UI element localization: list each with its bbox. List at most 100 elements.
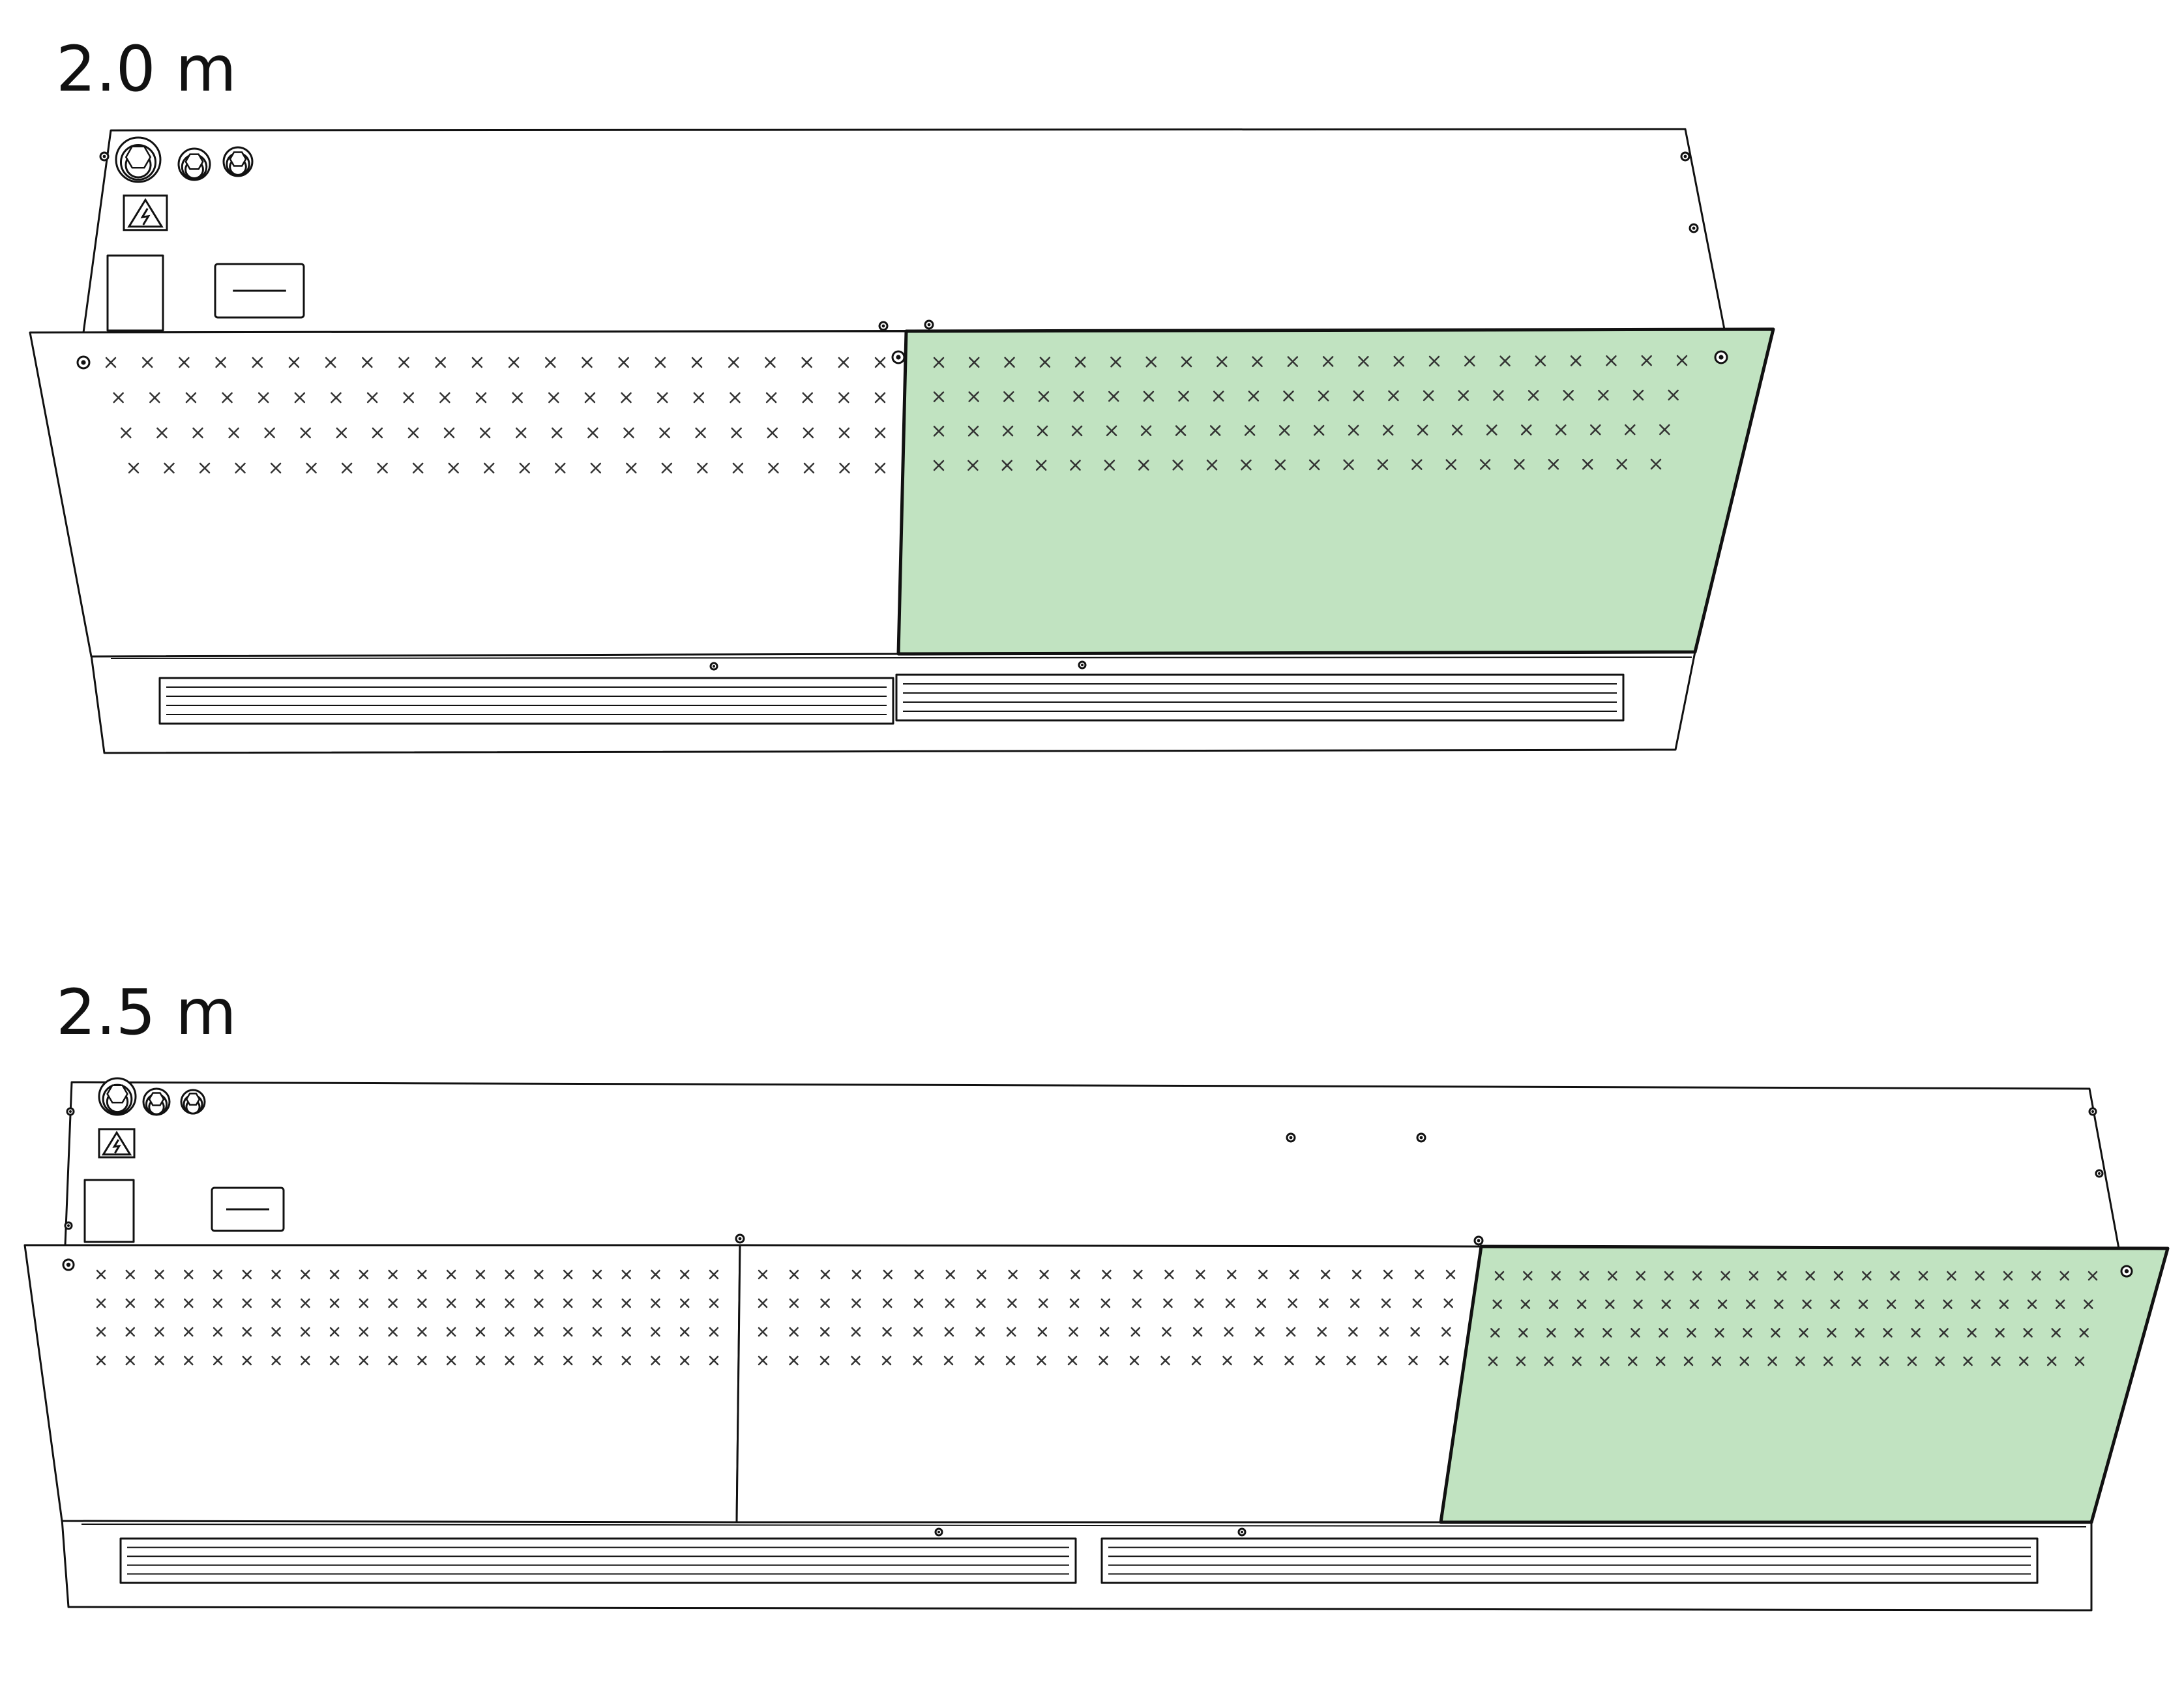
perforation	[1320, 1269, 1331, 1280]
perforation	[2003, 1271, 2013, 1281]
perforation	[1241, 459, 1252, 471]
perforation	[657, 392, 668, 404]
perforation	[508, 357, 520, 368]
perforation	[851, 1298, 861, 1308]
perforation	[446, 1327, 456, 1337]
perforation	[235, 462, 246, 474]
perforation	[548, 392, 559, 404]
perforation	[874, 462, 886, 474]
perforation	[1556, 424, 1567, 435]
perforation	[851, 1327, 861, 1337]
perforation	[388, 1269, 398, 1280]
perforation	[621, 1298, 631, 1308]
perforation	[1687, 1328, 1696, 1338]
grille-panel-2	[735, 1244, 1483, 1524]
perforation	[1608, 1271, 1617, 1281]
perforation	[448, 462, 459, 474]
perforation	[1574, 1328, 1584, 1338]
perforation	[820, 1327, 830, 1337]
perforation	[443, 427, 455, 439]
perforation	[621, 392, 632, 404]
perforation	[505, 1327, 514, 1337]
perforation	[545, 357, 556, 368]
perforation	[1070, 460, 1081, 471]
perforation	[359, 1327, 369, 1337]
perforation	[2051, 1328, 2061, 1338]
perforation	[1315, 1355, 1325, 1366]
perforation	[820, 1269, 831, 1280]
screw-center	[1683, 155, 1687, 158]
perforation	[623, 427, 634, 439]
perforation	[242, 1269, 252, 1280]
perforation	[329, 1355, 340, 1366]
perforation	[1743, 1328, 1752, 1338]
perforation	[1451, 424, 1463, 435]
perforation	[839, 462, 850, 474]
perforation	[1799, 1328, 1808, 1338]
perforation	[2084, 1299, 2093, 1309]
perforation	[1253, 1355, 1263, 1366]
perforation	[768, 462, 779, 474]
perforation	[359, 1298, 369, 1308]
perforation	[329, 1298, 340, 1308]
perforation	[215, 357, 226, 368]
perforation	[1521, 424, 1532, 435]
perforation	[728, 357, 739, 368]
perforation	[944, 1327, 954, 1337]
perforation	[1851, 1356, 1861, 1366]
cable-gland-icon	[177, 147, 211, 181]
perforation	[1252, 356, 1263, 367]
perforation	[1441, 1327, 1451, 1337]
perforation	[563, 1298, 573, 1308]
perforation	[1284, 1355, 1294, 1366]
perforation	[1488, 1356, 1498, 1366]
perforation	[301, 1327, 310, 1337]
perforation	[325, 357, 336, 368]
perforation	[1915, 1299, 1925, 1309]
perforation	[2059, 1271, 2069, 1281]
perforation	[1518, 1328, 1528, 1338]
perforation	[975, 1327, 985, 1337]
perforation	[563, 1269, 573, 1280]
screw-center	[1419, 1136, 1423, 1140]
perforation	[1739, 1356, 1749, 1366]
perforation	[709, 1269, 719, 1280]
perforation	[475, 392, 487, 404]
perforation	[1256, 1298, 1267, 1308]
perforation	[1999, 1299, 2009, 1309]
perforation	[1659, 424, 1670, 435]
perforation	[213, 1327, 223, 1337]
perforation	[1258, 1269, 1268, 1280]
air-outlet-louver	[119, 1537, 1077, 1584]
perforation	[1130, 1327, 1141, 1337]
perforation	[1971, 1299, 1981, 1309]
perforation	[271, 1269, 281, 1280]
perforation	[709, 1298, 719, 1308]
perforation	[1224, 1327, 1234, 1337]
screw-center	[102, 155, 106, 158]
perforation	[1490, 1328, 1500, 1338]
perforation	[1445, 459, 1456, 470]
perforation	[1823, 1356, 1833, 1366]
perforation	[179, 357, 190, 368]
perforation	[306, 462, 317, 474]
screw-center	[713, 665, 715, 668]
perforation	[329, 1269, 340, 1280]
perforation	[96, 1355, 106, 1366]
perforation	[1907, 1356, 1917, 1366]
perforation	[512, 392, 523, 404]
perforation	[563, 1327, 573, 1337]
perforation	[587, 427, 598, 439]
air-outlet-louver	[158, 677, 894, 725]
perforation	[475, 1327, 486, 1337]
perforation	[1160, 1355, 1170, 1366]
perforation	[582, 357, 593, 368]
outlet-edge	[81, 1524, 2087, 1527]
access-hatch	[106, 254, 164, 332]
perforation	[1388, 390, 1399, 402]
grille-panel-2-highlighted	[896, 327, 1775, 656]
perforation	[1947, 1271, 1956, 1281]
perforation	[331, 392, 342, 404]
perforation	[105, 357, 117, 368]
